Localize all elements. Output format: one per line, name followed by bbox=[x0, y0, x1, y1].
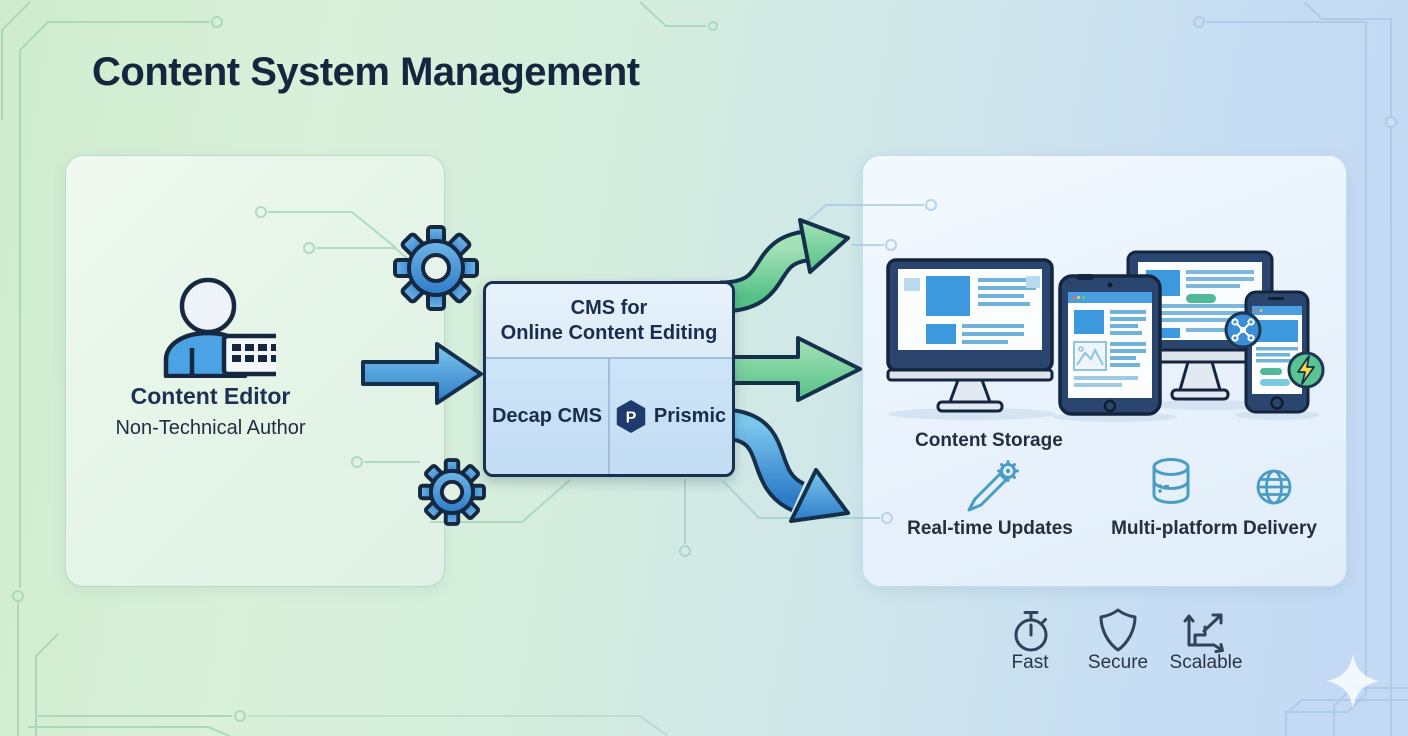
person-keyboard-icon bbox=[163, 277, 276, 378]
devices-illustration bbox=[886, 250, 1325, 422]
scalable-label: Scalable bbox=[1169, 652, 1243, 673]
sparkle-icon bbox=[1326, 654, 1380, 708]
secure-label: Secure bbox=[1087, 652, 1149, 673]
editor-title: Content Editor bbox=[130, 383, 291, 409]
shield-icon bbox=[1099, 608, 1137, 652]
growth-arrows-icon bbox=[1183, 613, 1224, 653]
multiplatform-delivery-label: Multi-platform Delivery bbox=[1111, 518, 1317, 539]
lightning-badge-icon bbox=[1287, 351, 1325, 389]
editor-subtitle: Non-Technical Author bbox=[115, 417, 306, 439]
cms-provider-cells: Decap CMS P Prismic bbox=[486, 359, 732, 474]
cms-header-line2: Online Content Editing bbox=[500, 321, 718, 344]
cms-header-line1: CMS for bbox=[570, 296, 648, 319]
svg-text:P: P bbox=[626, 410, 637, 427]
cms-box: CMS for Online Content Editing Decap CMS… bbox=[483, 281, 735, 477]
database-icon bbox=[1152, 458, 1190, 504]
cms-header: CMS for Online Content Editing bbox=[486, 284, 732, 359]
connectivity-badge-icon bbox=[1224, 311, 1262, 349]
arrow-cms-output-middle bbox=[723, 336, 862, 402]
globe-icon bbox=[1256, 469, 1292, 505]
prismic-hexagon-logo: P bbox=[616, 400, 646, 433]
desktop-monitor-icon-front bbox=[886, 258, 1054, 413]
pencil-gear-icon bbox=[967, 460, 1019, 512]
prismic-label: Prismic bbox=[653, 405, 727, 427]
cms-provider-decap: Decap CMS bbox=[486, 359, 610, 474]
smartphone-icon bbox=[1244, 290, 1310, 414]
page-title: Content System Management bbox=[92, 50, 640, 94]
cms-provider-prismic: P Prismic bbox=[610, 359, 732, 474]
decap-label: Decap CMS bbox=[491, 405, 603, 427]
fast-label: Fast bbox=[1011, 652, 1049, 673]
stopwatch-icon bbox=[1014, 611, 1048, 652]
tablet-icon bbox=[1058, 274, 1162, 416]
content-storage-label: Content Storage bbox=[915, 430, 1063, 451]
arrow-cms-output-top bbox=[719, 218, 850, 314]
arrow-cms-output-bottom bbox=[719, 407, 850, 523]
realtime-updates-label: Real-time Updates bbox=[907, 518, 1073, 539]
